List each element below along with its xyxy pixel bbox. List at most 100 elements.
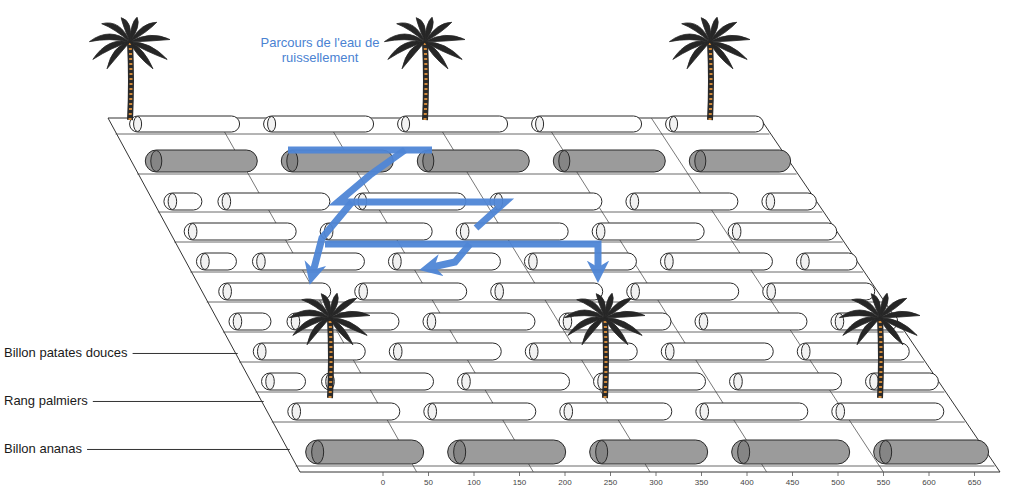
scale-number: 200 <box>558 478 571 487</box>
runoff-arrow <box>428 244 470 268</box>
palm-tree <box>839 293 920 398</box>
ridge <box>456 223 568 240</box>
ridge <box>594 373 706 390</box>
scale-number: 400 <box>740 478 753 487</box>
ridge <box>355 283 467 300</box>
ridge <box>696 403 808 420</box>
row-label: Billon ananas <box>4 442 82 457</box>
leader-line <box>133 353 238 354</box>
runoff-arrow <box>288 147 432 154</box>
row-line <box>296 466 995 467</box>
row-line <box>223 332 904 333</box>
palm-tree <box>669 17 750 120</box>
scale-number: 650 <box>968 478 981 487</box>
row-line <box>239 362 924 363</box>
ridge <box>145 150 257 172</box>
scale-number: 350 <box>695 478 708 487</box>
ridge <box>661 343 773 360</box>
scale-tick <box>610 472 611 476</box>
scale-tick <box>838 472 839 476</box>
ridge <box>626 193 738 210</box>
scale-tick <box>929 472 930 476</box>
ridge <box>525 343 637 360</box>
ridge <box>666 116 764 132</box>
scale-tick <box>883 472 884 476</box>
ridge <box>660 253 772 270</box>
ridge <box>184 223 296 240</box>
ridge <box>424 403 536 420</box>
scale-number: 100 <box>467 478 480 487</box>
palm-tree <box>89 17 170 120</box>
ridge <box>590 440 708 464</box>
palm-tree <box>384 17 465 120</box>
runoff-arrow <box>325 244 598 274</box>
runoff-arrow <box>338 150 505 228</box>
scale-tick <box>519 472 520 476</box>
ridge <box>322 373 434 390</box>
leader-lines <box>87 353 290 449</box>
ridge <box>689 150 790 172</box>
ridge <box>253 343 365 360</box>
field-outline <box>108 118 1000 472</box>
ridge <box>196 253 236 270</box>
scale-number: 300 <box>649 478 662 487</box>
palm-tree <box>289 293 370 398</box>
scale-number: 550 <box>877 478 890 487</box>
row-line <box>190 272 863 273</box>
ridge <box>866 373 939 390</box>
scale-tick <box>565 472 566 476</box>
ridge <box>219 283 331 300</box>
ridge <box>695 313 807 330</box>
ridge <box>832 403 944 420</box>
ridge <box>458 373 570 390</box>
ridge <box>252 253 364 270</box>
scale-tick <box>474 472 475 476</box>
ridge <box>262 373 306 390</box>
scale-tick <box>656 472 657 476</box>
ridge <box>732 440 850 464</box>
ridge <box>560 403 672 420</box>
ridge <box>164 193 202 210</box>
scale-tick <box>383 472 384 476</box>
palm-tree <box>564 293 645 398</box>
ridge <box>130 116 240 132</box>
leader-line <box>87 449 290 450</box>
scale-tick <box>428 472 429 476</box>
ridge <box>389 343 501 360</box>
scale-number: 250 <box>604 478 617 487</box>
runoff-arrow <box>312 202 352 276</box>
ridge <box>553 150 665 172</box>
ridge <box>762 193 816 210</box>
row-line <box>116 134 770 135</box>
ridge <box>448 440 566 464</box>
row-label: Billon patates douces <box>4 346 128 361</box>
runoff-label: Parcours de l'eau de ruissellement <box>250 36 390 66</box>
ridge <box>264 116 374 132</box>
ridge <box>423 313 535 330</box>
ridge <box>763 283 875 300</box>
ridges <box>116 116 995 466</box>
leader-line <box>93 401 264 402</box>
field-ground <box>108 118 1000 476</box>
ridge <box>320 223 432 240</box>
ridge <box>491 283 603 300</box>
scale-tick <box>747 472 748 476</box>
scale-number: 150 <box>513 478 526 487</box>
ridge <box>730 373 842 390</box>
row-line <box>256 392 945 393</box>
runoff-path <box>288 150 598 276</box>
ridge <box>627 283 739 300</box>
palm-trees <box>89 17 920 398</box>
scale-number: 500 <box>831 478 844 487</box>
row-line <box>137 174 796 175</box>
row-line <box>272 422 965 423</box>
scale-number: 50 <box>424 478 433 487</box>
ridge <box>398 116 508 132</box>
ridge <box>218 193 330 210</box>
scale-number: 0 <box>381 478 385 487</box>
ridge <box>592 223 704 240</box>
scale-tick <box>974 472 975 476</box>
scale-tick <box>792 472 793 476</box>
